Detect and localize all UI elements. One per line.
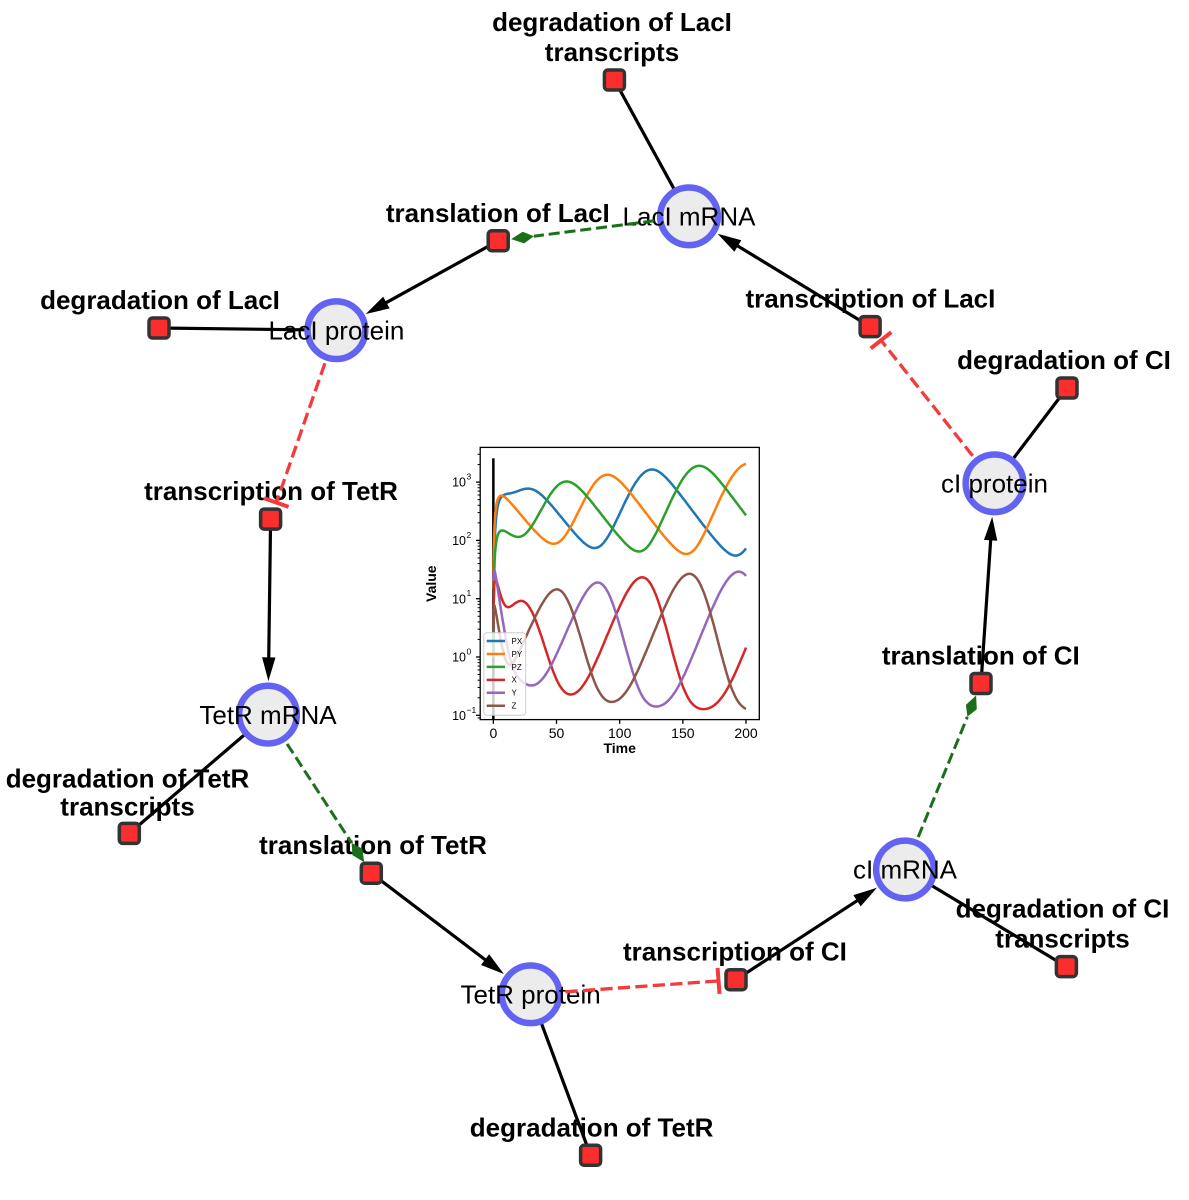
svg-text:200: 200 (734, 725, 758, 741)
svg-text:10: 10 (452, 476, 466, 490)
svg-text:Y: Y (512, 689, 518, 698)
svg-text:PX: PX (512, 637, 523, 646)
svg-text:cI mRNA: cI mRNA (853, 855, 958, 885)
svg-text:150: 150 (671, 725, 695, 741)
svg-text:degradation of TetR: degradation of TetR (470, 1112, 714, 1142)
svg-text:LacI protein: LacI protein (268, 315, 404, 345)
svg-text:10: 10 (452, 651, 466, 665)
svg-text:10: 10 (452, 534, 466, 548)
svg-text:translation of CI: translation of CI (882, 641, 1080, 671)
svg-text:100: 100 (608, 725, 632, 741)
svg-text:10: 10 (452, 592, 466, 606)
svg-text:transcripts: transcripts (545, 37, 679, 67)
svg-text:PZ: PZ (512, 663, 522, 672)
svg-text:degradation of LacI: degradation of LacI (492, 7, 732, 37)
svg-text:degradation of CI: degradation of CI (956, 894, 1170, 924)
svg-text:degradation of CI: degradation of CI (957, 345, 1171, 375)
svg-text:2: 2 (467, 530, 472, 540)
svg-text:0: 0 (467, 647, 472, 657)
svg-text:degradation of TetR: degradation of TetR (6, 764, 250, 794)
svg-text:Value: Value (423, 565, 439, 602)
svg-text:translation of LacI: translation of LacI (386, 198, 610, 228)
svg-text:50: 50 (549, 725, 565, 741)
svg-text:LacI mRNA: LacI mRNA (623, 202, 757, 232)
svg-text:degradation of LacI: degradation of LacI (40, 285, 280, 315)
svg-text:−1: −1 (467, 705, 477, 715)
svg-text:X: X (512, 676, 518, 685)
svg-text:TetR mRNA: TetR mRNA (199, 700, 337, 730)
svg-text:transcripts: transcripts (60, 791, 194, 821)
svg-text:3: 3 (467, 472, 472, 482)
svg-text:Z: Z (512, 702, 517, 711)
svg-text:1: 1 (467, 588, 472, 598)
svg-text:Time: Time (603, 740, 636, 756)
svg-text:transcription of LacI: transcription of LacI (745, 284, 995, 314)
svg-text:TetR protein: TetR protein (461, 980, 601, 1010)
svg-text:0: 0 (489, 725, 497, 741)
svg-text:10: 10 (452, 709, 466, 723)
svg-text:PY: PY (512, 650, 523, 659)
svg-text:cI protein: cI protein (941, 469, 1048, 499)
svg-text:translation of TetR: translation of TetR (259, 830, 487, 860)
svg-text:transcripts: transcripts (995, 924, 1129, 954)
svg-text:transcription of CI: transcription of CI (623, 937, 847, 967)
